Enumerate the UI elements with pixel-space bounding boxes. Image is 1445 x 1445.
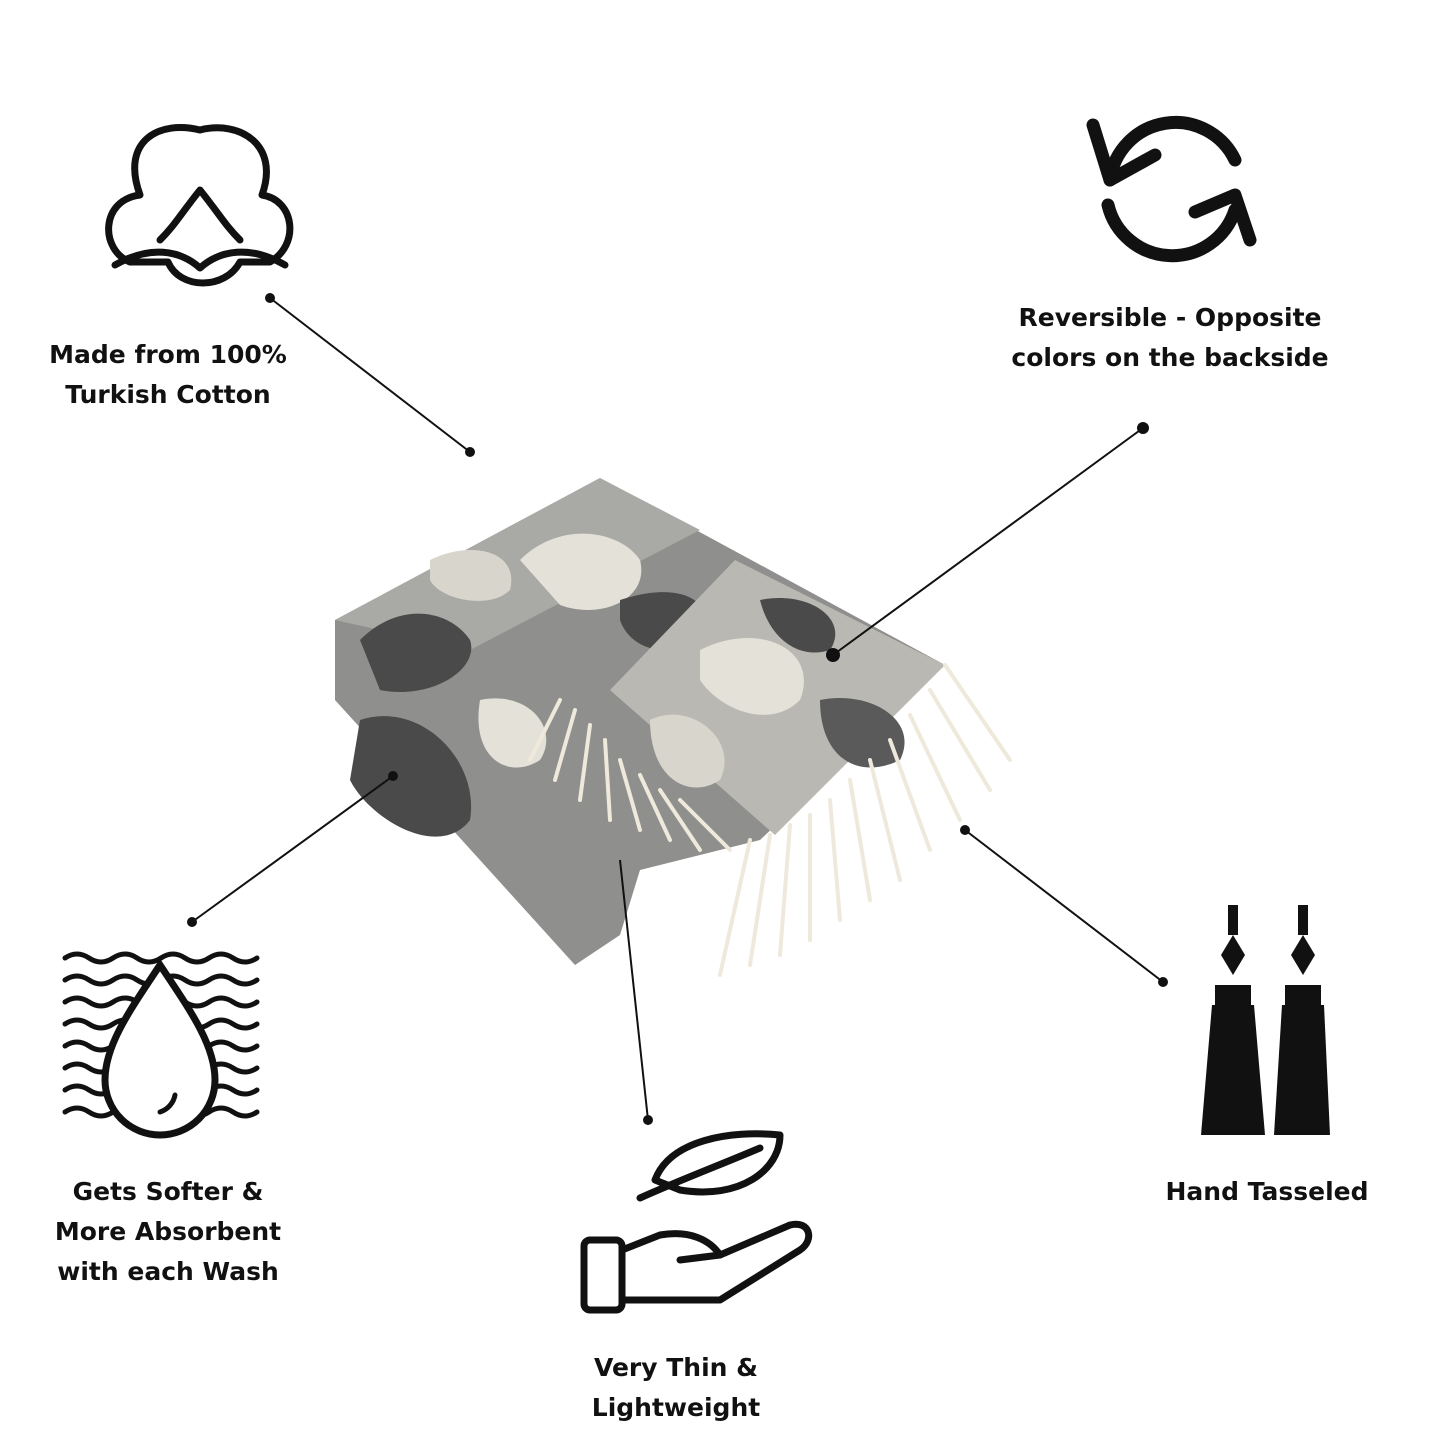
arrow-cotton bbox=[269, 297, 471, 453]
label-line: colors on the backside bbox=[1011, 343, 1329, 372]
water-drop-waves-icon bbox=[62, 951, 260, 1139]
arrow-lightweight bbox=[619, 859, 649, 1121]
arrow-tassel bbox=[964, 829, 1164, 983]
label-line: Reversible - Opposite bbox=[1018, 303, 1322, 332]
cotton-flower-icon bbox=[105, 124, 294, 287]
label-line: More Absorbent bbox=[54, 1217, 282, 1246]
arrow-absorbent bbox=[191, 775, 394, 923]
label-line: Made from 100% bbox=[49, 340, 287, 369]
feature-label-cotton: Made from 100% Turkish Cotton bbox=[49, 335, 287, 415]
refresh-arrows-icon bbox=[1086, 116, 1257, 263]
feature-label-lightweight: Very Thin & Lightweight bbox=[592, 1348, 760, 1428]
feature-label-absorbent: Gets Softer & More Absorbent with each W… bbox=[55, 1172, 281, 1292]
label-line: Hand Tasseled bbox=[1165, 1177, 1369, 1206]
label-line: Gets Softer & bbox=[72, 1177, 264, 1206]
label-line: Lightweight bbox=[591, 1393, 761, 1422]
leaf-hand-icon bbox=[580, 1130, 813, 1314]
tassels-icon bbox=[1201, 905, 1330, 1135]
pointer-lines bbox=[187, 293, 1168, 1125]
label-line: Very Thin & bbox=[593, 1353, 758, 1382]
label-line: Turkish Cotton bbox=[65, 380, 271, 409]
label-line: with each Wash bbox=[57, 1257, 279, 1286]
feature-label-reversible: Reversible - Opposite colors on the back… bbox=[1011, 298, 1328, 378]
towel-image bbox=[335, 478, 1012, 977]
feature-label-tassel: Hand Tasseled bbox=[1165, 1172, 1368, 1212]
arrow-reversible bbox=[832, 427, 1144, 656]
